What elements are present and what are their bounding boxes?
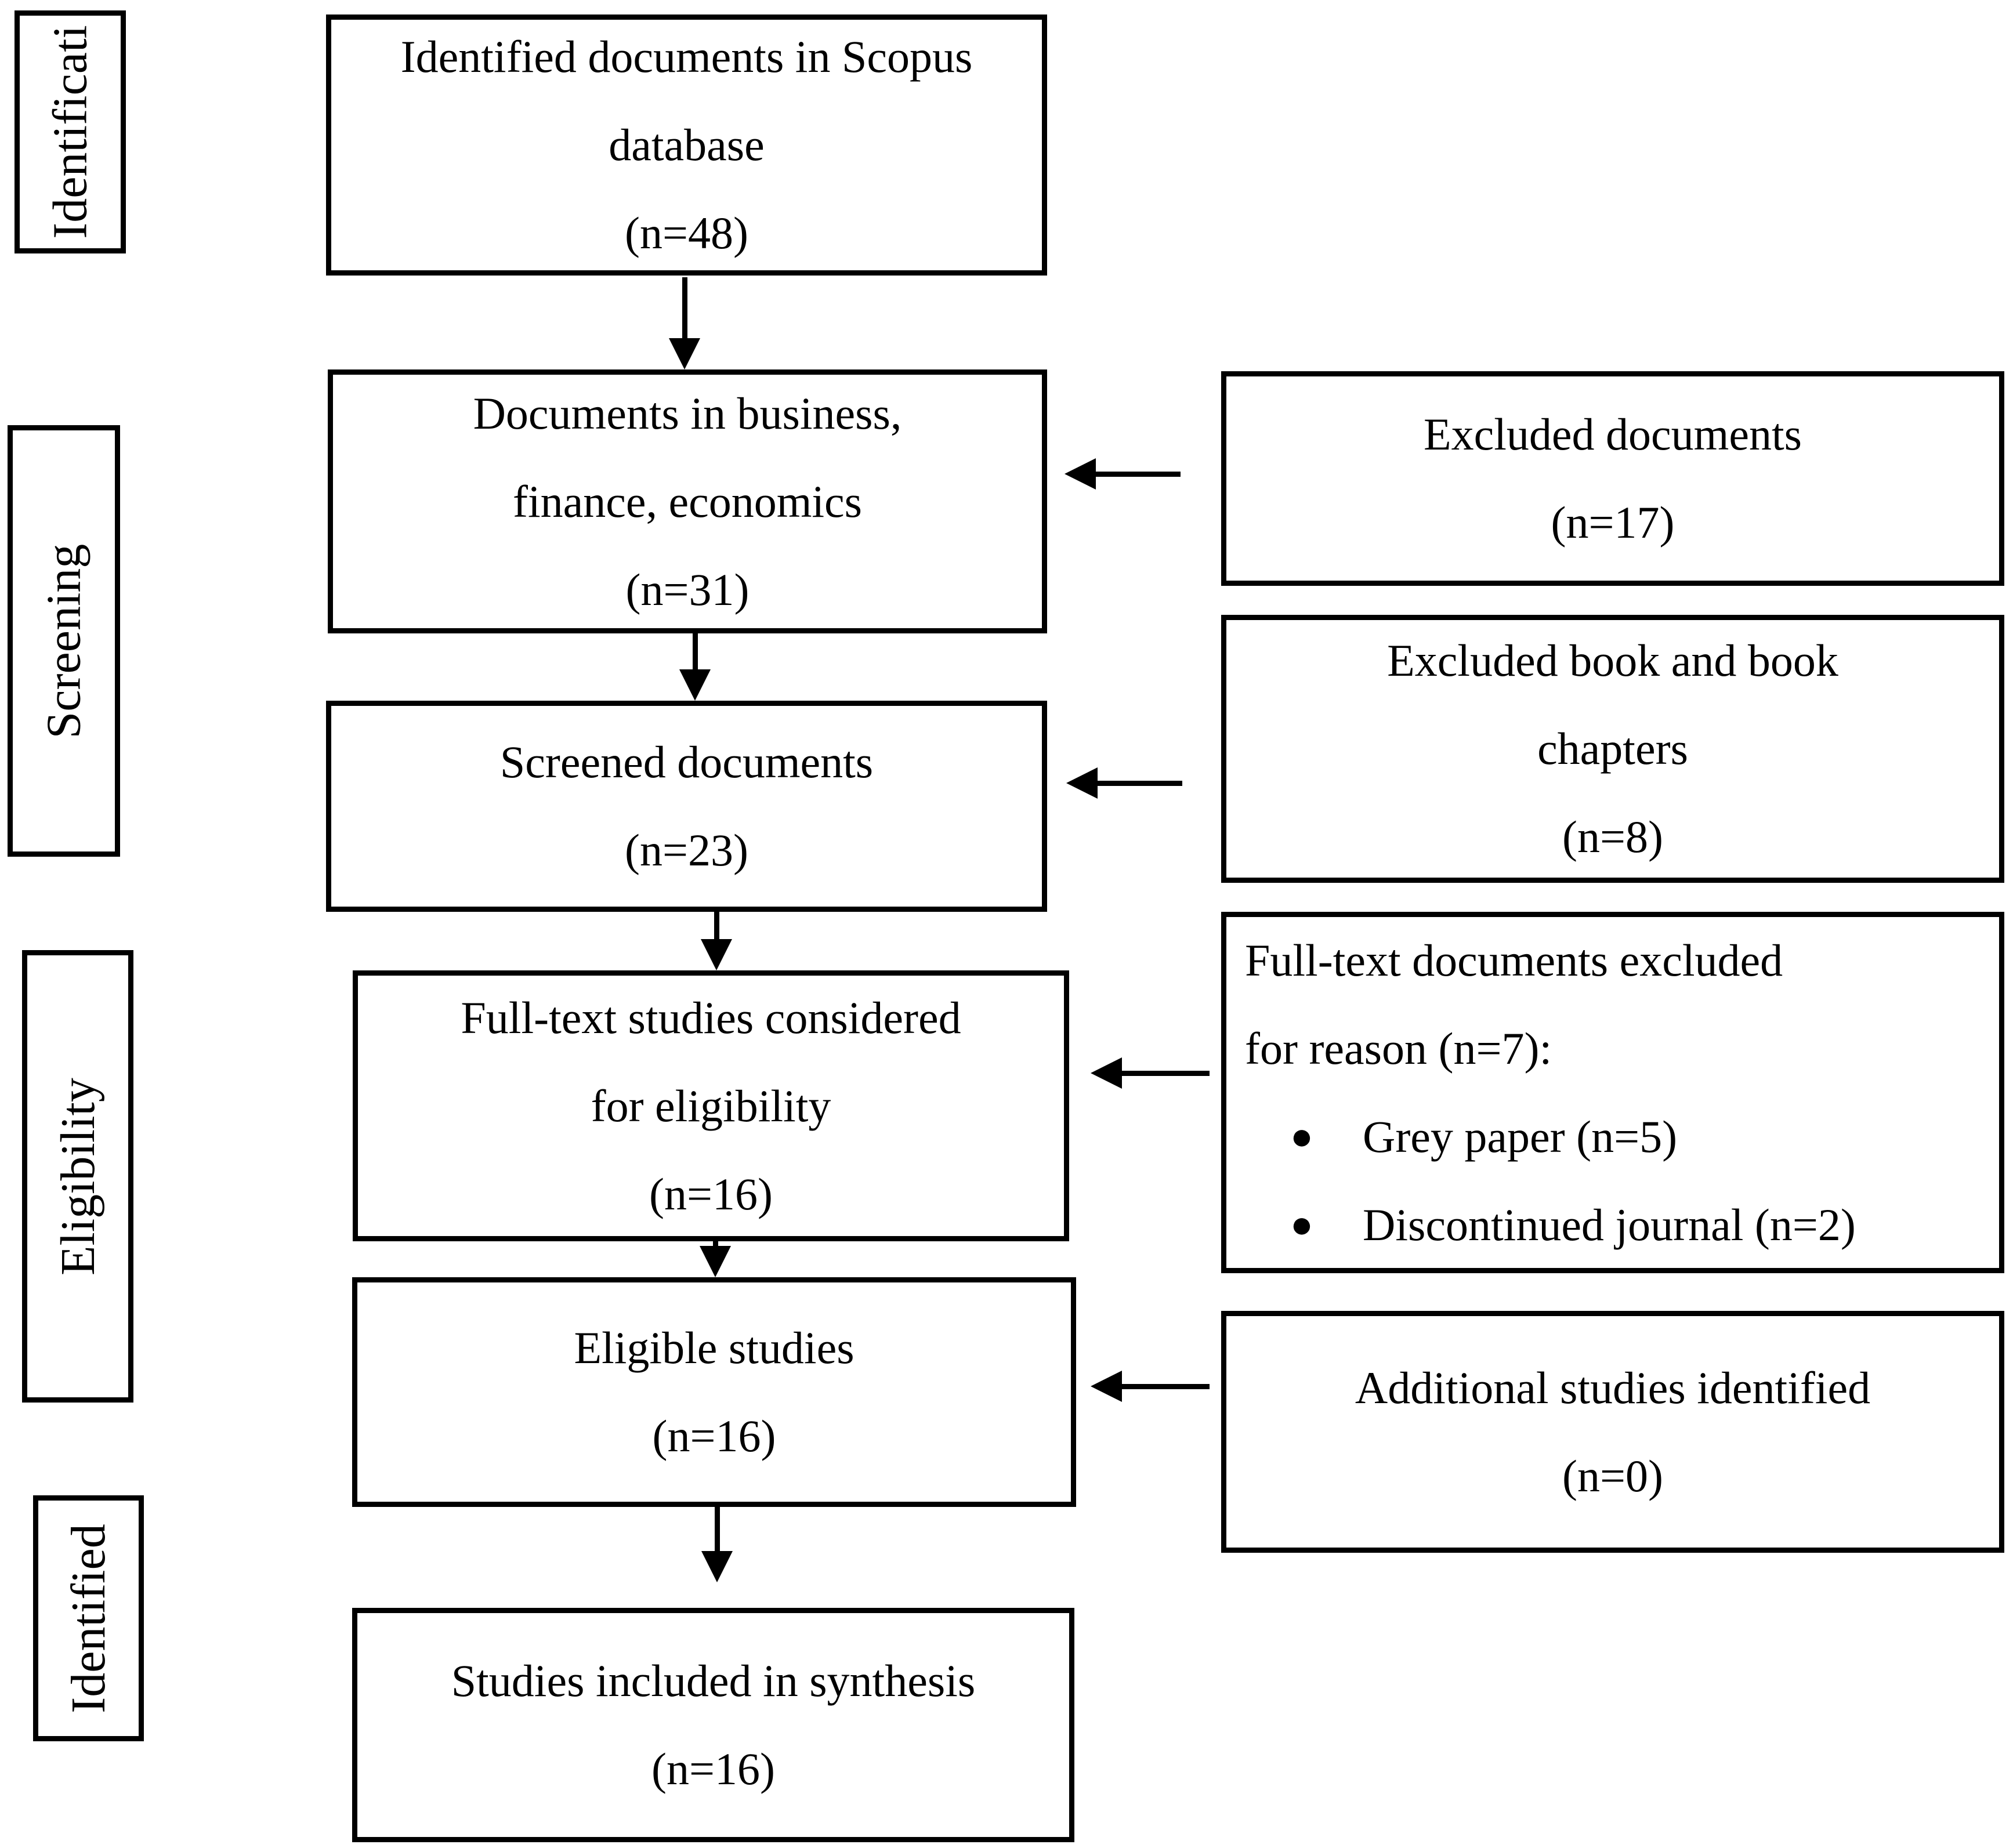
text-line: for eligibility xyxy=(591,1080,831,1131)
arrow-down-4-head-icon xyxy=(700,1246,731,1277)
side-box-additional-studies: Additional studies identified (n=0) xyxy=(1221,1311,2004,1553)
bullet-item: ● Discontinued journal (n=2) xyxy=(1226,1181,1856,1269)
arrow-down-2-head-icon xyxy=(679,669,711,701)
arrow-left-2-head-icon xyxy=(1066,767,1098,799)
text-line: for reason (n=7): xyxy=(1245,1023,1552,1074)
arrow-left-1-head-icon xyxy=(1065,458,1096,490)
bullet-item: ● Grey paper (n=5) xyxy=(1226,1093,1677,1181)
arrow-down-5-head-icon xyxy=(701,1551,733,1582)
arrow-down-3-head-icon xyxy=(701,939,732,970)
text-line: (n=23) xyxy=(625,825,748,875)
text-line: database xyxy=(609,119,765,170)
text-line: chapters xyxy=(1537,723,1688,774)
bullet-icon: ● xyxy=(1290,1115,1313,1158)
flow-box-screened-documents: Screened documents (n=23) xyxy=(326,701,1047,912)
text-line: (n=48) xyxy=(625,208,748,258)
flow-box-business-finance-economics: Documents in business, finance, economic… xyxy=(328,369,1047,633)
stage-label-eligibility: Eligibility xyxy=(50,1077,105,1276)
arrow-left-4-shaft xyxy=(1121,1384,1210,1389)
arrow-left-3-shaft xyxy=(1121,1071,1210,1076)
text-line: Eligible studies xyxy=(574,1322,855,1373)
flow-box-fulltext-eligibility: Full-text studies considered for eligibi… xyxy=(353,970,1069,1241)
flow-box-eligible-studies: Eligible studies (n=16) xyxy=(352,1277,1076,1507)
text-line: finance, economics xyxy=(512,476,863,527)
text-line: (n=8) xyxy=(1562,811,1663,862)
text-line: Full-text documents excluded xyxy=(1245,934,1783,985)
arrow-down-1-shaft xyxy=(682,277,687,342)
bullet-icon: ● xyxy=(1290,1203,1313,1246)
arrow-down-2-shaft xyxy=(693,633,698,673)
text-line: Excluded book and book xyxy=(1387,635,1838,686)
text-line: Screened documents xyxy=(499,737,874,787)
flow-box-identified-scopus: Identified documents in Scopus database … xyxy=(326,15,1047,276)
text-line: (n=17) xyxy=(1551,497,1675,548)
stage-box-identified: Identified xyxy=(33,1495,144,1741)
text-line: Grey paper (n=5) xyxy=(1363,1111,1678,1162)
stage-label-identification: Identificati xyxy=(43,25,97,239)
stage-box-eligibility: Eligibility xyxy=(22,950,133,1403)
flow-box-included-synthesis: Studies included in synthesis (n=16) xyxy=(352,1608,1074,1842)
stage-box-identification: Identificati xyxy=(15,10,126,253)
arrow-left-4-head-icon xyxy=(1091,1371,1122,1402)
stage-box-screening: Screening xyxy=(8,425,120,857)
text-line: Studies included in synthesis xyxy=(451,1655,976,1706)
text-line: Additional studies identified xyxy=(1355,1362,1871,1413)
stage-label-identified: Identified xyxy=(61,1523,115,1713)
arrow-left-3-head-icon xyxy=(1091,1057,1122,1089)
side-box-excluded-documents: Excluded documents (n=17) xyxy=(1221,371,2004,586)
text-line: Excluded documents xyxy=(1424,409,1802,459)
arrow-down-3-shaft xyxy=(714,912,719,944)
side-box-fulltext-excluded: Full-text documents excluded for reason … xyxy=(1221,912,2004,1273)
arrow-down-5-shaft xyxy=(715,1507,720,1555)
text-line: Discontinued journal (n=2) xyxy=(1363,1199,1856,1250)
side-box-excluded-books: Excluded book and book chapters (n=8) xyxy=(1221,615,2004,883)
arrow-left-2-shaft xyxy=(1096,781,1182,786)
text-line: Documents in business, xyxy=(473,387,902,439)
stage-label-screening: Screening xyxy=(37,543,91,738)
text-line: (n=31) xyxy=(625,564,750,615)
text-line: (n=0) xyxy=(1562,1450,1663,1501)
arrow-down-1-head-icon xyxy=(669,338,700,369)
text-line: Identified documents in Scopus xyxy=(400,31,973,82)
text-line: Full-text studies considered xyxy=(461,992,961,1043)
text-line: (n=16) xyxy=(651,1744,775,1794)
text-line: (n=16) xyxy=(652,1411,776,1461)
text-line: (n=16) xyxy=(649,1168,773,1219)
arrow-left-1-shaft xyxy=(1094,472,1181,477)
